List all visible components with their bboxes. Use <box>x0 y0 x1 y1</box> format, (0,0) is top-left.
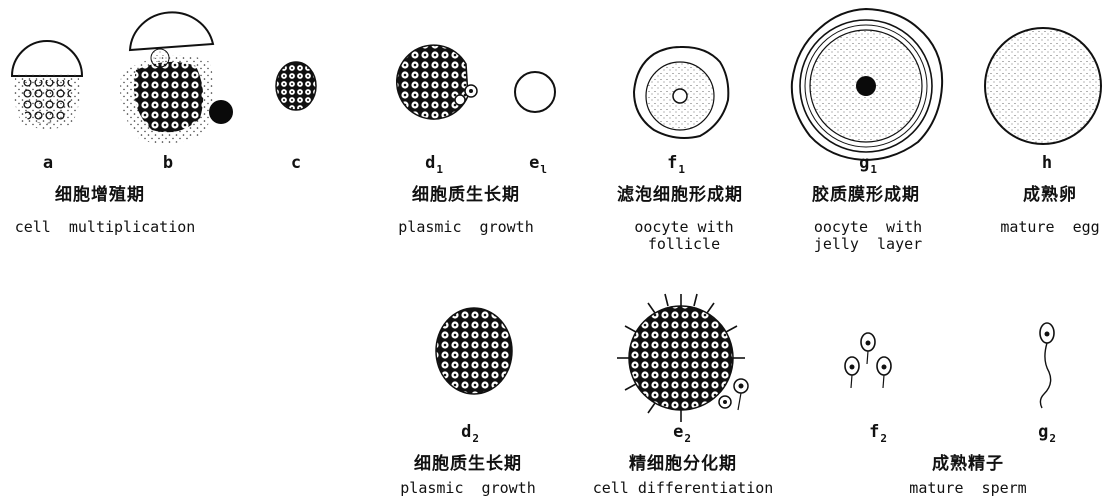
stage-plasmic2-cn: 细胞质生长期 <box>414 456 522 473</box>
stage-jelly-en1: oocyte with <box>814 219 922 235</box>
stage-follicle-en1: oocyte with <box>634 219 733 235</box>
stage-follicle-cn: 滤泡细胞形成期 <box>617 187 743 204</box>
cell-e2 <box>617 294 748 422</box>
cell-g1 <box>792 9 942 160</box>
stage-multiplication-en: cell multiplication <box>15 219 196 235</box>
label-g2: g2 <box>1038 424 1056 444</box>
stage-egg-en: mature egg <box>1000 219 1099 235</box>
stage-jelly-en2: jelly layer <box>814 236 922 252</box>
cell-g2 <box>1040 323 1054 408</box>
stage-differentiation-cn: 精细胞分化期 <box>629 456 737 473</box>
label-c: c <box>291 155 301 172</box>
stage-jelly-cn: 胶质膜形成期 <box>812 187 920 204</box>
stage-multiplication-cn: 细胞增殖期 <box>55 187 145 204</box>
label-g1: g1 <box>859 155 877 175</box>
cell-f1 <box>634 47 728 138</box>
stage-plasmic2-en: plasmic growth <box>400 480 535 496</box>
stage-plasmic-en: plasmic growth <box>398 219 533 235</box>
label-h: h <box>1042 155 1052 172</box>
label-f2: f2 <box>869 424 887 444</box>
stage-sperm-en: mature sperm <box>909 480 1026 496</box>
stage-follicle-en2: follicle <box>648 236 720 252</box>
cell-e1 <box>515 72 555 112</box>
cell-d2 <box>436 308 512 394</box>
cell-h <box>985 28 1101 144</box>
cell-a <box>12 41 82 129</box>
label-a: a <box>43 155 53 172</box>
label-e1: el <box>529 155 547 175</box>
stage-egg-cn: 成熟卵 <box>1023 187 1077 204</box>
stage-plasmic-cn: 细胞质生长期 <box>412 187 520 204</box>
stage-sperm-cn: 成熟精子 <box>932 456 1004 473</box>
cell-b <box>120 12 233 143</box>
label-d2: d2 <box>461 424 479 444</box>
label-d1: d1 <box>425 155 443 175</box>
cell-d1 <box>397 45 477 119</box>
cell-c <box>276 62 316 110</box>
label-f1: f1 <box>667 155 685 175</box>
label-b: b <box>163 155 173 172</box>
stage-differentiation-en: cell differentiation <box>593 480 774 496</box>
cell-f2 <box>845 333 891 388</box>
label-e2: e2 <box>673 424 691 444</box>
